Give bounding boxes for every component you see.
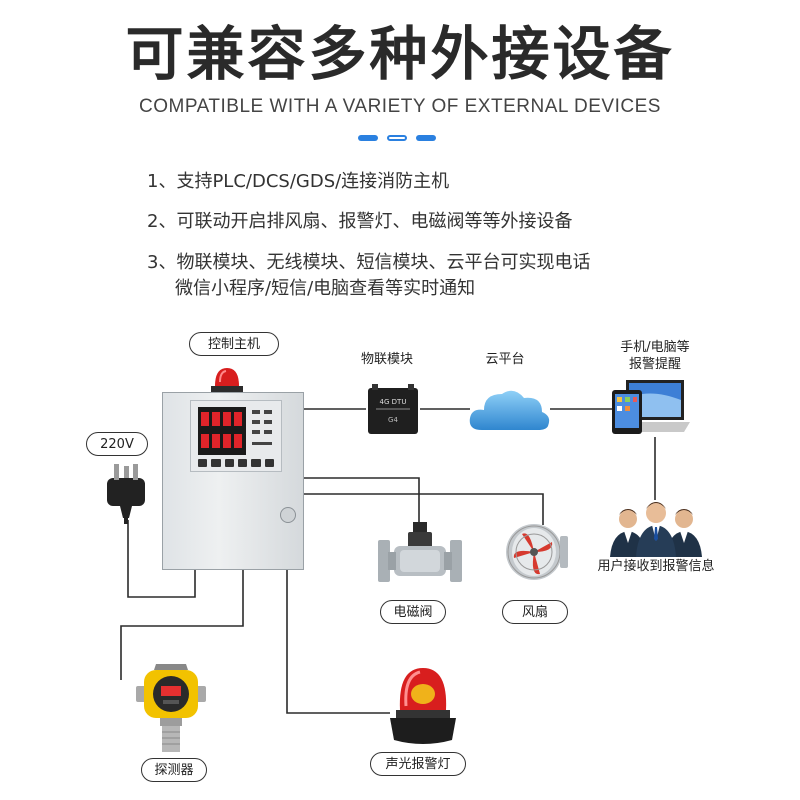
- dot-indicator: [358, 135, 378, 141]
- page-subtitle: COMPATIBLE WITH A VARIETY OF EXTERNAL DE…: [139, 96, 661, 117]
- feature-item-3-cont: 微信小程序/短信/电脑查看等实时通知: [175, 278, 476, 299]
- controller-keypad: [198, 459, 274, 467]
- users-label: 用户接收到报警信息: [597, 559, 715, 574]
- cloud-label: 云平台: [485, 352, 525, 367]
- controller-label: 控制主机: [189, 332, 279, 356]
- power-label: 220V: [86, 432, 148, 456]
- devices-icon: [612, 380, 690, 434]
- devices-label-line1: 手机/电脑等: [620, 340, 690, 355]
- page-title: 可兼容多种外接设备: [125, 20, 675, 88]
- dot-indicator-active: [387, 135, 407, 141]
- feature-item-1: 1、支持PLC/DCS/GDS/连接消防主机: [147, 171, 450, 192]
- detector-icon: [136, 664, 206, 752]
- solenoid-valve-icon: [378, 522, 462, 582]
- svg-text:G4: G4: [388, 416, 398, 424]
- cloud-icon: [469, 390, 550, 430]
- controller-indicators: [252, 410, 272, 445]
- pager-dots: [358, 135, 442, 143]
- alarm-light-label: 声光报警灯: [370, 752, 466, 776]
- devices-label-line2: 报警提醒: [628, 357, 681, 372]
- feature-item-3: 3、物联模块、无线模块、短信模块、云平台可实现电话: [147, 252, 591, 273]
- fan-label: 风扇: [502, 600, 568, 624]
- iot-module-label: 物联模块: [360, 352, 413, 367]
- controller-display: [198, 407, 246, 455]
- controller-beacon-icon: [211, 368, 243, 392]
- alarm-light-icon: [390, 668, 456, 744]
- dot-indicator: [416, 135, 436, 141]
- feature-item-2: 2、可联动开启排风扇、报警灯、电磁阀等等外接设备: [147, 211, 573, 232]
- power-plug-icon: [107, 464, 145, 524]
- users-icon: [610, 502, 702, 557]
- valve-label: 电磁阀: [380, 600, 446, 624]
- lock-icon: [280, 507, 296, 523]
- iot-module-text: 4G DTU: [380, 398, 407, 406]
- iot-module-icon: 4G DTU G4: [368, 384, 418, 434]
- fan-icon: [506, 524, 568, 580]
- detector-label: 探测器: [141, 758, 207, 782]
